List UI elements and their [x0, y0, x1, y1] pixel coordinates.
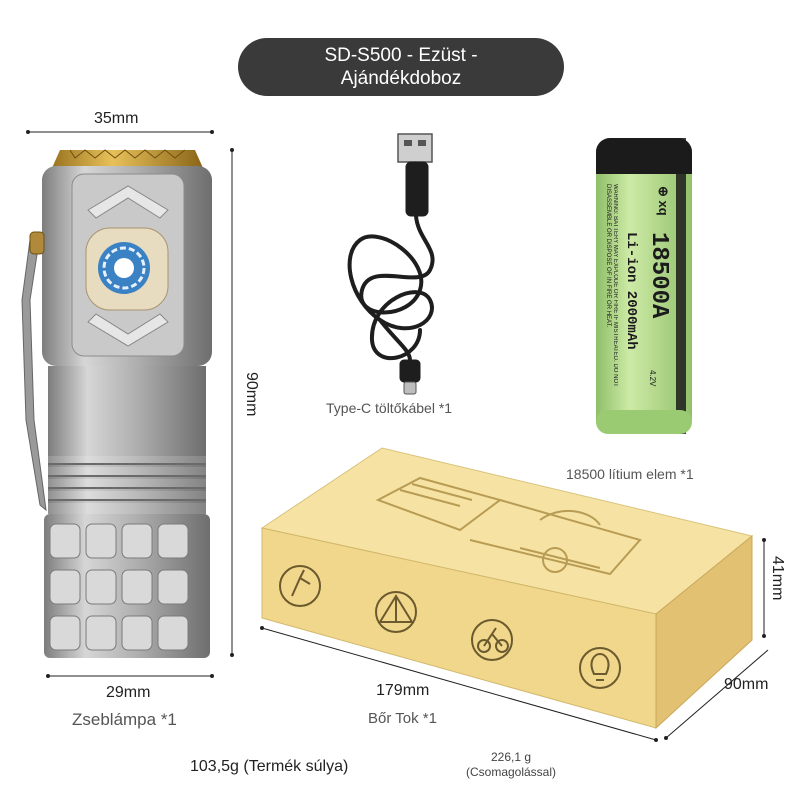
title-line-1: SD-S500 - Ezüst - [324, 45, 478, 66]
flashlight-base-label: 29mm [106, 684, 151, 701]
flashlight-weight: 103,5g (Termék súlya) [190, 758, 349, 775]
box-weight: 226,1 g (Csomagolással) [446, 750, 576, 780]
flashlight-height-dimension [230, 148, 234, 657]
box-weight-note: (Csomagolással) [465, 765, 557, 779]
battery-voltage: 4.2V [648, 370, 657, 387]
box-name: Bőr Tok *1 [368, 710, 437, 727]
cyclist-icon [471, 619, 513, 661]
box-length-dimension [260, 626, 658, 742]
battery-18500-icon [596, 138, 692, 434]
battery-name: 18500 lítium elem *1 [566, 466, 694, 482]
battery-label: WARNING: BATTERY MAY EXPLODE OR FIRE IF … [600, 180, 676, 420]
battery-spec: Li-ion 2000mAh [623, 232, 639, 350]
flashlight-name: Zseblámpa *1 [72, 710, 177, 729]
battery-model: 18500A [645, 232, 672, 319]
battery-brand: ⊕ xq [656, 186, 671, 216]
flashlight-width-label: 35mm [94, 110, 139, 127]
tent-icon [375, 591, 417, 633]
box-length-label: 179mm [376, 682, 430, 699]
box-weight-value: 226,1 g [490, 750, 532, 764]
climber-icon [279, 565, 321, 607]
box-depth-label: 90mm [724, 676, 769, 693]
box-flashlight-engraving-icon [375, 476, 642, 576]
title-line-2: Ajándékdoboz [340, 68, 462, 89]
flashlight-power-button-icon [85, 227, 169, 311]
flashlight-height-label: 90mm [243, 372, 260, 417]
box-height-dimension [762, 538, 766, 638]
type-c-cable-icon [347, 133, 435, 395]
battery-warning-text: WARNING: BATTERY MAY EXPLODE OR FIRE IF … [605, 184, 618, 387]
box-height-label: 41mm [769, 556, 786, 601]
title-banner: SD-S500 - Ezüst - Ajándékdoboz [238, 38, 564, 96]
flashlight-base-dimension [46, 674, 214, 678]
flashlight-width-dimension [26, 130, 214, 134]
bulb-icon [579, 647, 621, 689]
box-depth-dimension [664, 649, 769, 740]
cable-name: Type-C töltőkábel *1 [326, 400, 453, 416]
